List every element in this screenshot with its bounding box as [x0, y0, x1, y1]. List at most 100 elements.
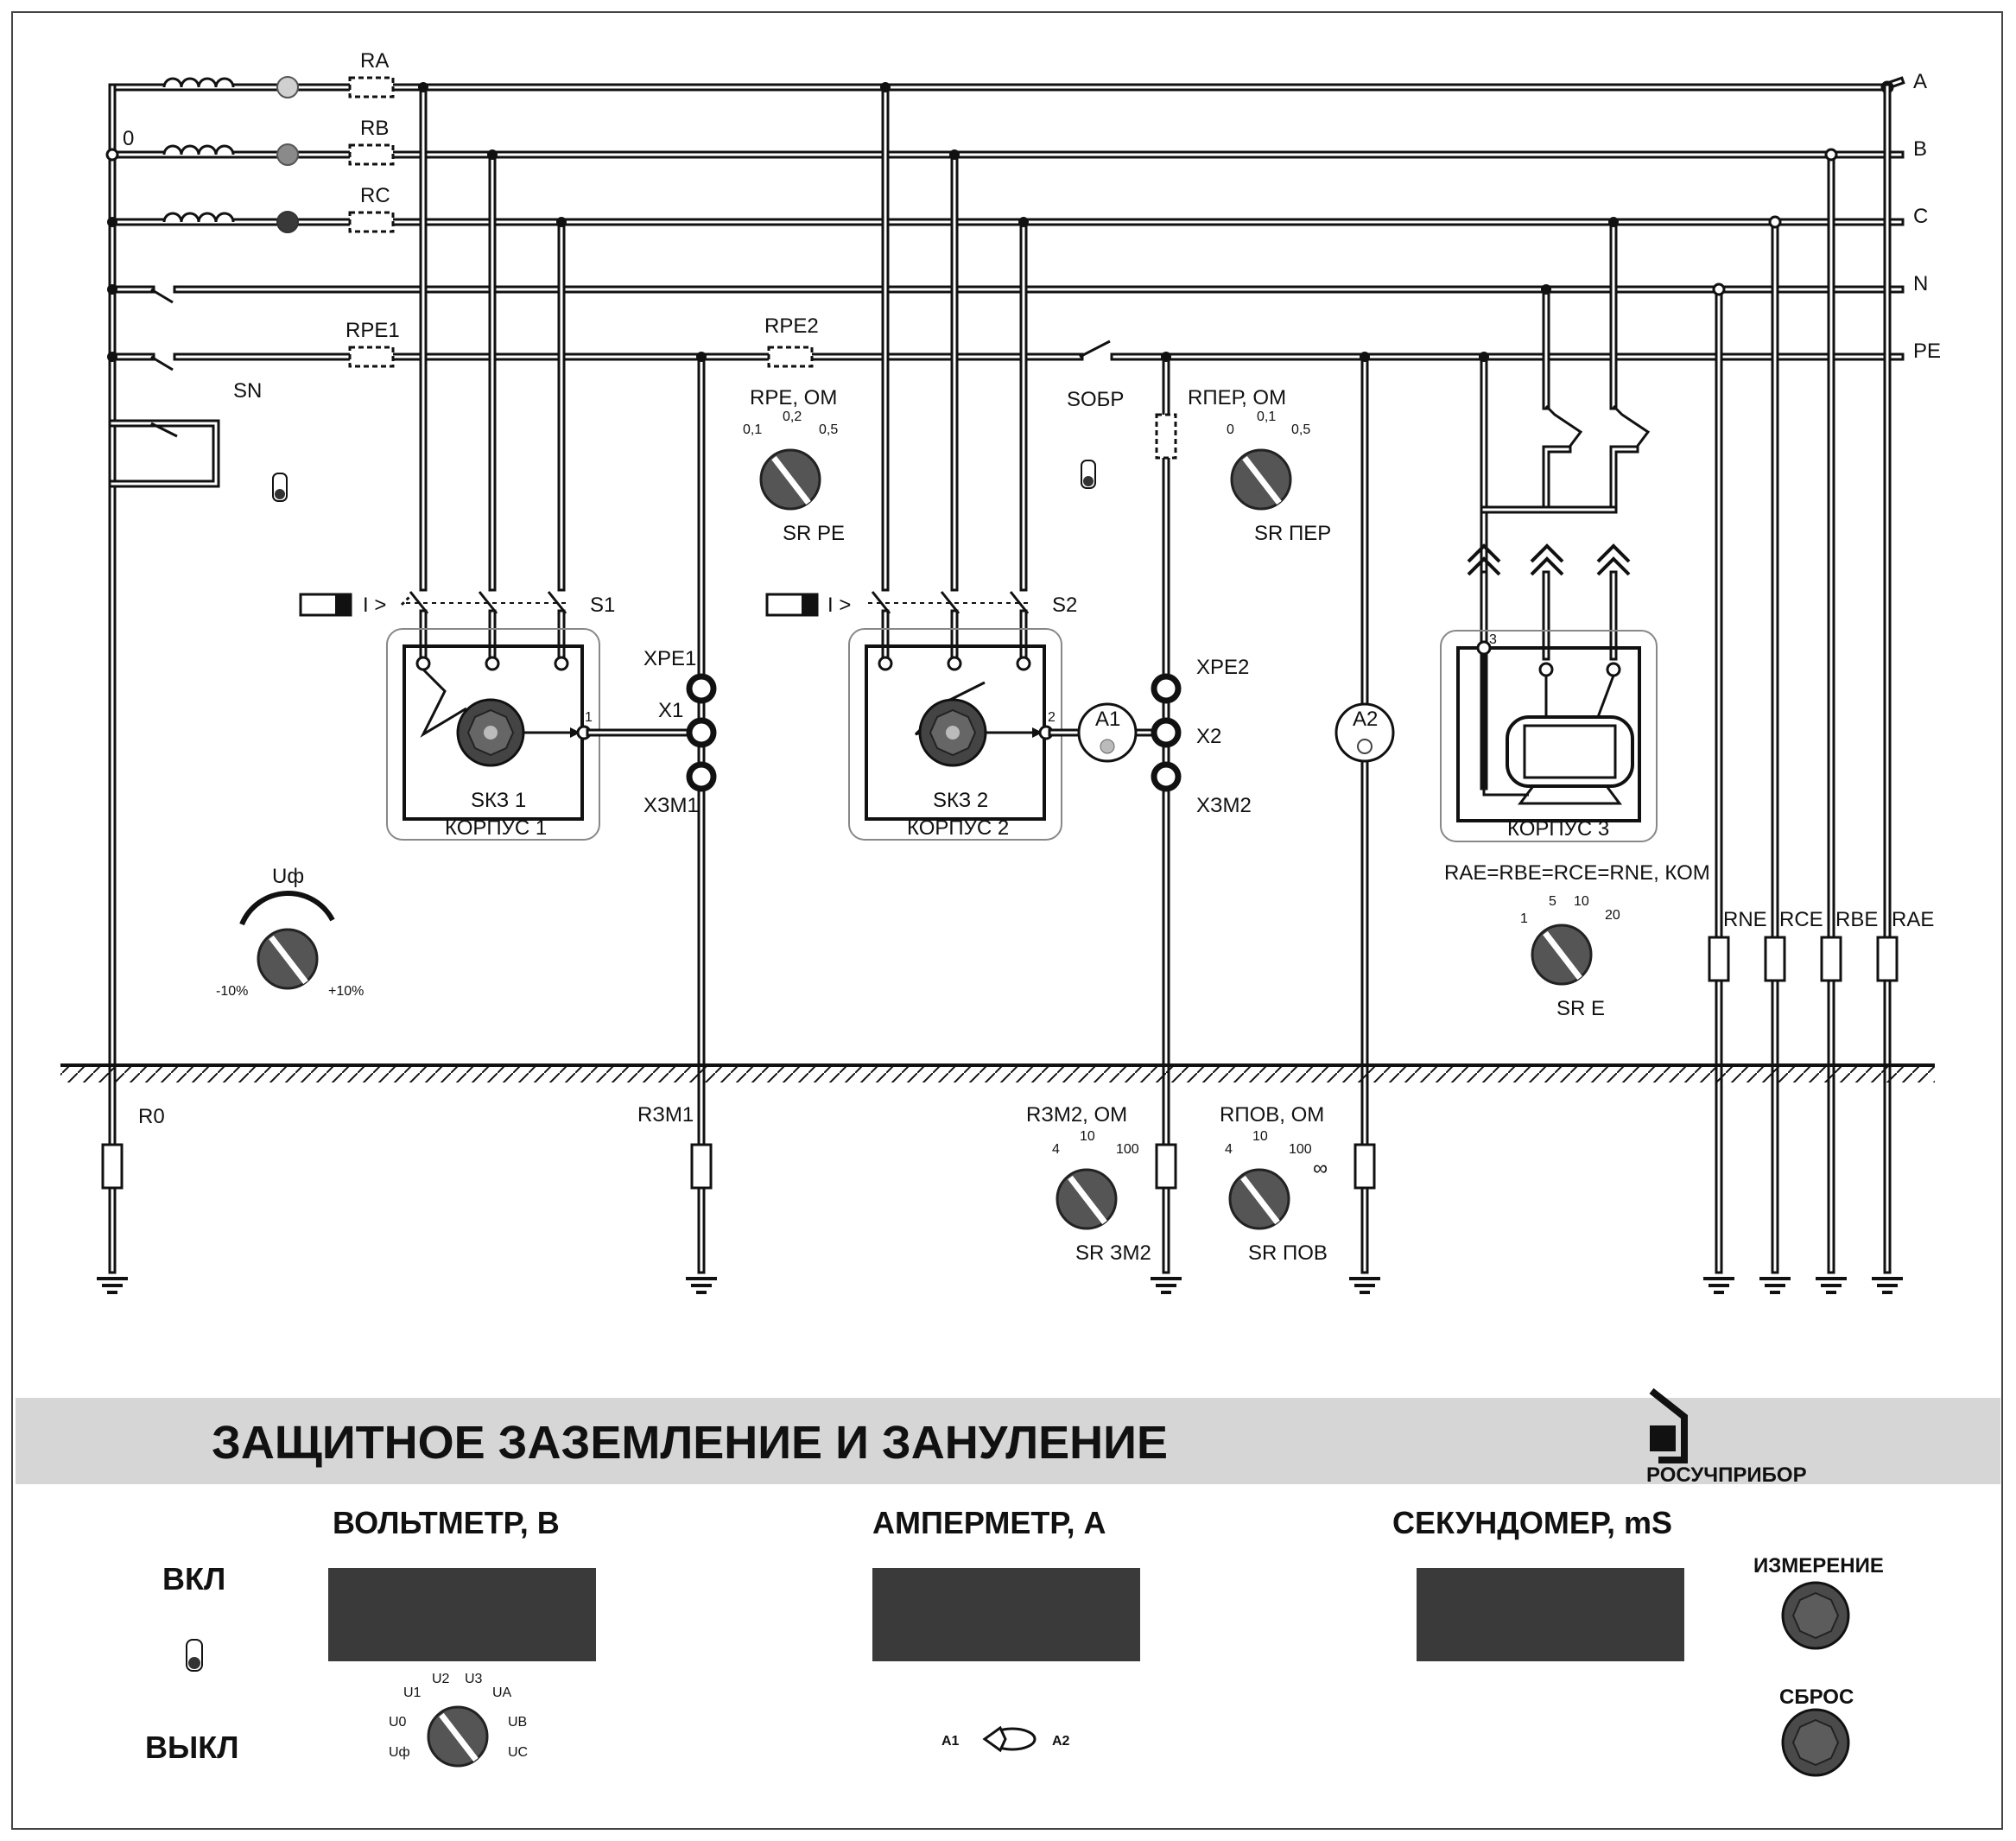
rper-knob[interactable] [1230, 448, 1292, 511]
rpov-knob-title: RПОВ, ОМ [1220, 1103, 1324, 1127]
rzm2-knob[interactable] [1056, 1168, 1118, 1230]
xzm1-label: XЗМ1 [643, 794, 699, 817]
resistor-rper [1155, 413, 1177, 460]
knob-re-group: RAE=RBE=RCE=RNE, КОМ 1 5 10 20 SR E [1444, 861, 1710, 1020]
case-1-label: КОРПУС 1 [445, 816, 547, 840]
resistor-rne [1708, 936, 1730, 982]
voltmeter-label: ВОЛЬТМЕТР, В [333, 1505, 560, 1540]
r0-label: R0 [138, 1105, 165, 1128]
skz2-button[interactable] [918, 698, 987, 767]
xzm2-socket[interactable] [1151, 761, 1182, 792]
vertical-drops [419, 83, 1892, 1274]
reset-button[interactable] [1781, 1708, 1850, 1777]
resistor-rzm2 [1155, 1143, 1177, 1190]
ammeter-label: АМПЕРМЕТР, А [872, 1505, 1106, 1540]
ammeter-a1: A1 [1077, 702, 1138, 763]
rpov-tick-1: 4 [1225, 1142, 1233, 1157]
rb-label: RB [360, 117, 389, 140]
rpov-knob[interactable] [1228, 1168, 1290, 1230]
case-2: SКЗ 2 КОРПУС 2 2 [848, 628, 1062, 841]
sobr-toggle-switch[interactable] [1081, 460, 1096, 489]
xpe1-label: XPE1 [643, 647, 696, 670]
rpe-knob[interactable] [759, 448, 821, 511]
rper-knob-name: SR ПЕР [1254, 522, 1331, 545]
neutral-zero-label: 0 [123, 127, 134, 150]
x2-socket[interactable] [1151, 717, 1182, 748]
phase-b-lamp [276, 143, 299, 166]
rpe2-label: RPE2 [764, 314, 819, 338]
xpe2-label: XPE2 [1196, 656, 1249, 679]
rc-label: RC [360, 184, 390, 207]
rper-tick-3: 0,5 [1291, 422, 1310, 437]
vsel-ub: UB [508, 1715, 527, 1730]
case-3: 3 КОРПУС 3 [1440, 404, 1658, 842]
plug-connectors [1467, 543, 1631, 576]
rpe-tick-1: 0,1 [743, 422, 762, 437]
vsel-u3: U3 [465, 1672, 483, 1686]
measure-label: ИЗМЕРЕНИЕ [1753, 1554, 1884, 1578]
knob-rpov-group: RПОВ, ОМ 4 10 100 ∞ SR ПОВ [1220, 1103, 1328, 1265]
rbe-label: RBE [1835, 908, 1878, 931]
terminals-2: XPE2 X2 XЗМ2 [1151, 656, 1252, 817]
bus-a-label: A [1913, 70, 1927, 93]
ammeter-selector-switch[interactable] [982, 1725, 1037, 1753]
vsel-uf: Uф [389, 1745, 410, 1760]
s1-trip-indicator [299, 593, 352, 617]
vsel-u2: U2 [432, 1672, 450, 1686]
resistor-r0 [101, 1143, 124, 1190]
power-off-label: ВЫКЛ [145, 1730, 238, 1765]
s1-label: S1 [590, 594, 615, 617]
sn-toggle-switch[interactable] [272, 473, 288, 502]
uf-tick-plus: +10% [328, 984, 364, 999]
brand-name: РОСУЧПРИБОР [1646, 1463, 1807, 1487]
x1-socket[interactable] [686, 717, 717, 748]
skz1-button[interactable] [456, 698, 525, 767]
rper-knob-title: RПЕР, ОМ [1188, 386, 1286, 409]
earth-hatch [60, 1065, 1935, 1082]
resistor-ra [348, 76, 395, 98]
bus-pe-label: PE [1913, 340, 1941, 363]
source-section: RA RB RC RPE1 SN [150, 49, 400, 502]
breaker-s1: I > S1 [299, 591, 615, 661]
xpe1-socket[interactable] [686, 673, 717, 704]
vsel-ua: UA [492, 1685, 512, 1700]
measure-button[interactable] [1781, 1581, 1850, 1650]
asel-a2: A2 [1052, 1734, 1070, 1749]
skz2-label: SКЗ 2 [933, 789, 988, 812]
bus-lines [108, 76, 1905, 1274]
knob-rzm2-group: RЗМ2, ОМ 4 10 100 SR ЗМ2 [1026, 1103, 1151, 1265]
xpe2-socket[interactable] [1151, 673, 1182, 704]
rpe1-label: RPE1 [346, 319, 400, 342]
case-3-label: КОРПУС 3 [1507, 817, 1609, 841]
junction-dots [107, 82, 1619, 362]
resistor-rc [348, 211, 395, 233]
ammeter-a2: A2 [1334, 702, 1395, 763]
rpe-knob-name: SR PE [783, 522, 845, 545]
xzm1-socket[interactable] [686, 761, 717, 792]
voltage-selector-knob[interactable] [427, 1705, 489, 1768]
case-1: SКЗ 1 КОРПУС 1 1 [386, 628, 600, 841]
uf-knob[interactable] [257, 928, 319, 990]
re-tick-3: 10 [1574, 894, 1589, 909]
x2-label: X2 [1196, 725, 1221, 748]
case-2-label: КОРПУС 2 [907, 816, 1009, 840]
rzm2-knob-title: RЗМ2, ОМ [1026, 1103, 1127, 1127]
knob-uf-group: Uф -10% +10% [216, 865, 364, 999]
rper-tick-1: 0 [1227, 422, 1234, 437]
s2-label: S2 [1052, 594, 1077, 617]
rpov-tick-4: ∞ [1313, 1157, 1328, 1180]
leakage-resistors: RNE RCE RBE RAE [1708, 908, 1934, 982]
resistor-rpe2 [767, 346, 814, 368]
re-knob[interactable] [1531, 924, 1593, 986]
re-tick-4: 20 [1605, 908, 1620, 923]
rper-tick-2: 0,1 [1257, 409, 1276, 424]
rpov-tick-3: 100 [1289, 1142, 1312, 1157]
resistor-rce [1764, 936, 1786, 982]
rzm2-tick-1: 4 [1052, 1142, 1060, 1157]
brand-logo: РОСУЧПРИБОР [1646, 1387, 1807, 1487]
a1-label: A1 [1095, 708, 1120, 731]
resistor-rpov [1354, 1143, 1376, 1190]
power-toggle-switch[interactable] [186, 1639, 203, 1672]
vsel-u0: U0 [389, 1715, 407, 1730]
